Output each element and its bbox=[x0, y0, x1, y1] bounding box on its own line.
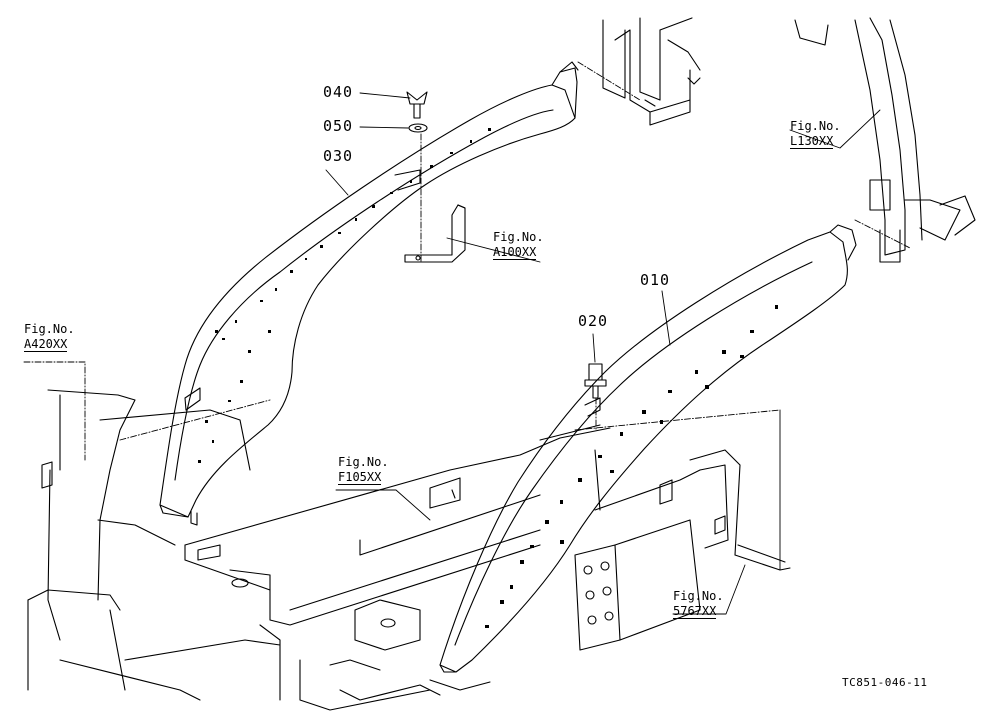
chassis-frame bbox=[27, 389, 611, 711]
fig-ref-code: A100XX bbox=[493, 245, 537, 260]
rops-post bbox=[794, 17, 976, 263]
part-label-030: 030 bbox=[323, 147, 354, 165]
fig-ref-prefix: Fig.No. bbox=[673, 589, 724, 603]
fig-ref-l130[interactable]: Fig.No. L130XX bbox=[790, 120, 841, 149]
fig-ref-a420[interactable]: Fig.No. A420XX bbox=[24, 323, 75, 352]
fig-ref-f105[interactable]: Fig.No. F105XX bbox=[338, 456, 389, 485]
fig-ref-code: 5767XX bbox=[673, 604, 717, 619]
part-label-050: 050 bbox=[323, 117, 354, 135]
fig-ref-prefix: Fig.No. bbox=[790, 119, 841, 133]
side-plate bbox=[539, 424, 791, 651]
flange-bolt-020 bbox=[584, 363, 607, 399]
part-label-020: 020 bbox=[578, 312, 609, 330]
fig-ref-prefix: Fig.No. bbox=[493, 230, 544, 244]
part-label-010: 010 bbox=[640, 271, 671, 289]
fig-ref-code: A420XX bbox=[24, 337, 68, 352]
drawing-code: TC851-046-11 bbox=[842, 676, 928, 689]
fig-ref-code: L130XX bbox=[790, 134, 834, 149]
fender-left-030 bbox=[159, 61, 579, 526]
fender-right-010 bbox=[439, 224, 857, 673]
wing-bolt-040 bbox=[406, 91, 428, 119]
fig-ref-a100[interactable]: Fig.No. A100XX bbox=[493, 231, 544, 260]
fig-ref-5767[interactable]: Fig.No. 5767XX bbox=[673, 590, 724, 619]
washer-050 bbox=[408, 123, 428, 133]
bracket-a100 bbox=[404, 204, 466, 263]
leader-lines bbox=[23, 61, 911, 615]
fig-ref-code: F105XX bbox=[338, 470, 382, 485]
upper-bracket bbox=[602, 17, 701, 126]
fig-ref-prefix: Fig.No. bbox=[338, 455, 389, 469]
panel-texture bbox=[198, 128, 778, 628]
fig-ref-prefix: Fig.No. bbox=[24, 322, 75, 336]
part-label-040: 040 bbox=[323, 83, 354, 101]
